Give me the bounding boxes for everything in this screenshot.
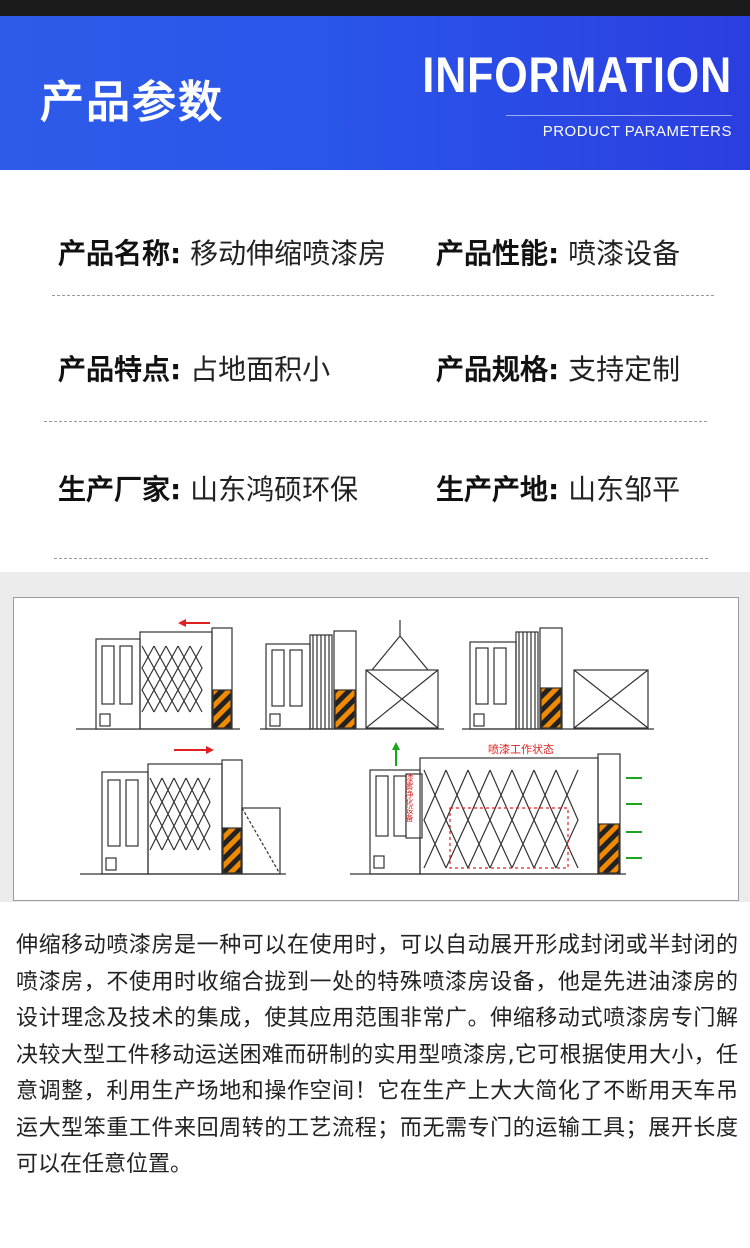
section-subtitle-en: PRODUCT PARAMETERS: [542, 123, 732, 140]
panel-working-state: [350, 742, 642, 875]
param-left: 产品名称: 移动伸缩喷漆房: [58, 232, 386, 272]
param-label: 产品性能:: [436, 237, 560, 270]
param-label: 产品特点:: [58, 353, 182, 386]
section-header: 产品参数 INFORMATION PRODUCT PARAMETERS: [0, 16, 750, 170]
param-row: 产品名称: 移动伸缩喷漆房 产品性能: 喷漆设备: [0, 232, 750, 292]
section-title-en: INFORMATION: [422, 47, 732, 103]
param-label: 生产厂家:: [58, 473, 182, 506]
panel-expanded: [76, 619, 240, 730]
purify-label: 漆雾净化设备: [405, 774, 414, 822]
param-right: 产品规格: 支持定制: [436, 348, 680, 388]
param-value: 山东鸿硕环保: [190, 473, 359, 506]
param-left: 产品特点: 占地面积小: [58, 348, 330, 388]
product-description: 伸缩移动喷漆房是一种可以在使用时，可以自动展开形成封闭或半封闭的喷漆房，不使用时…: [16, 933, 738, 1177]
param-value: 占地面积小: [190, 353, 331, 386]
top-dark-bar: [0, 0, 750, 16]
product-parameters: 产品名称: 移动伸缩喷漆房 产品性能: 喷漆设备 产品特点: 占地面积小 产品规…: [0, 170, 750, 572]
param-row: 产品特点: 占地面积小 产品规格: 支持定制: [0, 348, 750, 408]
arrow-right-icon: [206, 746, 214, 754]
row-divider: [44, 421, 707, 422]
param-label: 产品名称:: [58, 237, 182, 270]
arrow-up-icon: [392, 742, 400, 750]
row-divider: [54, 558, 708, 559]
panel-retracted-crane: [260, 620, 444, 730]
param-value: 支持定制: [568, 353, 681, 386]
param-left: 生产厂家: 山东鸿硕环保: [58, 468, 358, 508]
param-label: 产品规格:: [436, 353, 560, 386]
booth-diagram: 喷漆工作状态 漆雾净化设备: [13, 597, 739, 901]
param-label: 生产产地:: [436, 473, 560, 506]
header-divider: [506, 115, 732, 116]
param-value: 移动伸缩喷漆房: [190, 237, 387, 270]
param-value: 山东邹平: [568, 473, 681, 506]
work-state-label: 喷漆工作状态: [488, 742, 554, 756]
row-divider: [52, 295, 714, 296]
param-right: 生产产地: 山东邹平: [436, 468, 680, 508]
param-row: 生产厂家: 山东鸿硕环保 生产产地: 山东邹平: [0, 468, 750, 528]
lattice-frame: [141, 645, 203, 713]
param-right: 产品性能: 喷漆设备: [436, 232, 680, 272]
panel-retracted-box: [462, 627, 654, 730]
arrow-left-icon: [178, 619, 186, 627]
panel-expanding: [80, 746, 286, 875]
section-title: 产品参数: [40, 77, 224, 128]
param-value: 喷漆设备: [568, 237, 681, 270]
